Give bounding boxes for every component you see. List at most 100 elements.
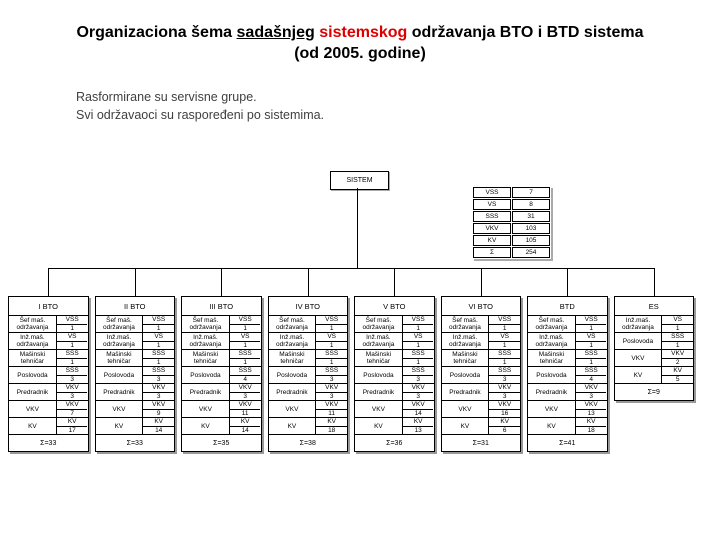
unit-header: V BTO <box>355 297 434 316</box>
role-label-cell: Poslovoda <box>615 333 663 349</box>
qualification-count-cell: 1 <box>329 325 334 332</box>
qualification-code-cell: KV <box>489 418 520 427</box>
qualification-code-cell: VKV <box>56 401 88 410</box>
role-label-cell: Inž.maš. održavanja <box>442 333 490 349</box>
role-label-cell: Inž.maš. održavanja <box>615 316 663 332</box>
role-label-cell: Inž.maš. održavanja <box>269 333 317 349</box>
qualification-count-cell: 4 <box>589 376 593 383</box>
summary-qualification-label: VKV <box>473 223 511 234</box>
qualification-code-cell: VSS <box>229 316 261 325</box>
qualification-code-cell: SSS <box>402 350 434 359</box>
role-label-cell: Predradnik <box>528 384 576 400</box>
qualification-code-cell: VKV <box>229 384 261 393</box>
summary-qualification-count: 31 <box>512 211 550 222</box>
role-label-cell: Inž.maš. održavanja <box>9 333 57 349</box>
summary-qualification-label: VS <box>473 199 511 210</box>
qualification-code-cell: VSS <box>143 316 174 325</box>
qualification-count-cell: 3 <box>416 376 420 383</box>
qualification-count-cell: 1 <box>589 325 593 332</box>
qualification-count-cell: 1 <box>675 325 680 332</box>
note-line-1: Rasformirane su servisne grupe. <box>76 90 257 104</box>
qualification-code-cell: SSS <box>56 367 88 376</box>
role-label-cell: Poslovoda <box>96 367 144 383</box>
role-label-cell: VKV <box>442 401 490 417</box>
qualification-count-cell: 3 <box>502 393 507 400</box>
role-label-cell: Šef maš. održavanja <box>9 316 57 332</box>
qualification-code-cell: KV <box>316 418 347 427</box>
qualification-count-cell: 1 <box>416 325 420 332</box>
qualification-code-cell: VKV <box>316 384 347 393</box>
role-label-cell: KV <box>9 418 57 434</box>
note-line-2: Svi održavaoci su raspoređeni po sistemi… <box>76 108 325 122</box>
role-label-cell: KV <box>442 418 490 434</box>
role-label-cell: Poslovoda <box>269 367 317 383</box>
qualification-count-cell: 3 <box>502 376 507 383</box>
connector-stub-3 <box>221 268 222 296</box>
qualification-code-cell: VKV <box>402 384 434 393</box>
qualification-count-cell: 1 <box>243 359 247 366</box>
role-label-cell: KV <box>96 418 144 434</box>
qualification-count-cell: 1 <box>502 359 507 366</box>
unit-total: Σ=9 <box>647 388 660 396</box>
qualification-count-cell: 3 <box>329 376 334 383</box>
role-label-cell: VKV <box>269 401 317 417</box>
qualification-count-cell: 13 <box>414 427 422 434</box>
unit-total: Σ=33 <box>40 439 57 447</box>
qualification-code-cell: VKV <box>662 350 693 359</box>
qualification-count-cell: 1 <box>156 325 161 332</box>
role-label-cell: Predradnik <box>9 384 57 400</box>
qualification-count-cell: 1 <box>156 342 161 349</box>
qualification-code-cell: VSS <box>56 316 88 325</box>
role-label-cell: VKV <box>182 401 230 417</box>
qualification-code-cell: KV <box>229 418 261 427</box>
role-label-cell: Poslovoda <box>442 367 490 383</box>
qualification-code-cell: VKV <box>56 384 88 393</box>
qualification-count-cell: 11 <box>241 410 249 417</box>
qualification-code-cell: VKV <box>143 384 174 393</box>
qualification-count-cell: 6 <box>502 427 507 434</box>
qualification-code-cell: VS <box>662 316 693 325</box>
role-label-cell: Šef maš. održavanja <box>96 316 144 332</box>
qualification-code-cell: VSS <box>575 316 607 325</box>
root-box-label: SISTEM <box>346 177 373 184</box>
